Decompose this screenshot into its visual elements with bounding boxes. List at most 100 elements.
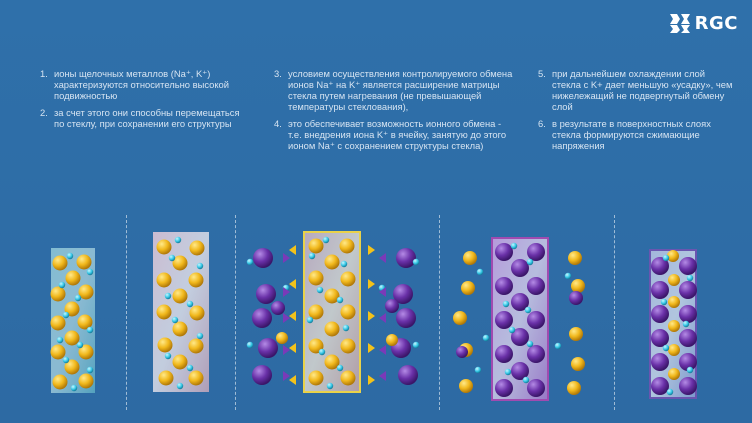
brand-name: RGC xyxy=(694,12,738,34)
arrow-right-icon xyxy=(283,287,290,297)
oxygen-atom xyxy=(322,236,330,244)
arrow-right-icon xyxy=(368,375,375,385)
arrow-left-icon xyxy=(379,345,386,355)
arrow-right-icon xyxy=(368,343,375,353)
divider xyxy=(126,215,127,410)
oxygen-atom xyxy=(326,382,334,390)
arrow-left-icon xyxy=(289,375,296,385)
sodium-ion xyxy=(324,354,340,370)
potassium-ion xyxy=(252,365,272,385)
sodium-ion xyxy=(340,370,356,386)
step-2: 2.за счет этого они способны перемещатьс… xyxy=(40,107,240,129)
potassium-ion xyxy=(651,281,669,299)
potassium-ion xyxy=(651,329,669,347)
sodium-ion xyxy=(324,254,340,270)
sodium-ion xyxy=(52,374,68,390)
sodium-ion xyxy=(386,334,398,346)
oxygen-atom xyxy=(412,258,420,266)
potassium-ion xyxy=(527,277,545,295)
sodium-ion xyxy=(339,238,355,254)
sodium-ion xyxy=(568,251,582,265)
sodium-ion xyxy=(172,321,188,337)
arrow-left-icon xyxy=(379,253,386,263)
oxygen-atom xyxy=(522,376,530,384)
text-column-1: 1.ионы щелочных металлов (Na⁺, K⁺) харак… xyxy=(40,68,250,135)
sodium-ion xyxy=(52,255,68,271)
sodium-ion xyxy=(157,337,173,353)
sodium-ion xyxy=(188,338,204,354)
sodium-ion xyxy=(324,321,340,337)
oxygen-atom xyxy=(308,252,316,260)
potassium-ion xyxy=(679,353,697,371)
oxygen-atom xyxy=(682,320,690,328)
arrow-right-icon xyxy=(368,279,375,289)
potassium-ion xyxy=(495,345,513,363)
brand-logo: RGC xyxy=(669,12,738,34)
oxygen-atom xyxy=(686,366,694,374)
oxygen-atom xyxy=(306,316,314,324)
potassium-ion xyxy=(679,257,697,275)
sodium-ion xyxy=(459,379,473,393)
sodium-ion xyxy=(50,286,66,302)
potassium-ion xyxy=(679,329,697,347)
sodium-ion xyxy=(324,288,340,304)
divider xyxy=(614,215,615,410)
potassium-ion xyxy=(511,259,529,277)
potassium-ion xyxy=(396,248,416,268)
oxygen-atom xyxy=(482,334,490,342)
sodium-ion xyxy=(453,311,467,325)
sodium-ion xyxy=(308,270,324,286)
step-6: 6.в результате в поверхностных слоях сте… xyxy=(538,118,711,151)
sodium-ion xyxy=(189,305,205,321)
sodium-ion xyxy=(668,274,680,286)
sodium-ion xyxy=(156,272,172,288)
sodium-ion xyxy=(77,314,93,330)
oxygen-atom xyxy=(62,356,70,364)
oxygen-atom xyxy=(164,352,172,360)
sodium-ion xyxy=(668,296,680,308)
sodium-ion xyxy=(188,272,204,288)
arrow-left-icon xyxy=(289,245,296,255)
potassium-ion xyxy=(511,328,529,346)
oxygen-atom xyxy=(340,260,348,268)
arrow-right-icon xyxy=(283,371,290,381)
oxygen-atom xyxy=(504,368,512,376)
oxygen-atom xyxy=(171,316,179,324)
oxygen-atom xyxy=(666,388,674,396)
potassium-ion xyxy=(527,379,545,397)
oxygen-atom xyxy=(246,258,254,266)
potassium-ion xyxy=(253,248,273,268)
step-3: 3.условием осуществления контролируемого… xyxy=(274,68,513,112)
potassium-ion xyxy=(252,308,272,328)
sodium-ion xyxy=(340,338,356,354)
sodium-ion xyxy=(668,368,680,380)
oxygen-atom xyxy=(176,382,184,390)
oxygen-atom xyxy=(58,281,66,289)
sodium-ion xyxy=(76,254,92,270)
oxygen-atom xyxy=(76,341,84,349)
oxygen-atom xyxy=(342,324,350,332)
oxygen-atom xyxy=(336,296,344,304)
sodium-ion xyxy=(78,284,94,300)
sodium-ion xyxy=(156,239,172,255)
potassium-ion xyxy=(679,305,697,323)
potassium-ion xyxy=(495,277,513,295)
sodium-ion xyxy=(463,251,477,265)
step-4: 4.это обеспечивает возможность ионного о… xyxy=(274,118,507,151)
oxygen-atom xyxy=(660,298,668,306)
sodium-ion xyxy=(78,373,94,389)
potassium-ion xyxy=(393,284,413,304)
oxygen-atom xyxy=(336,364,344,372)
potassium-ion xyxy=(396,308,416,328)
potassium-ion xyxy=(385,299,399,313)
step-5: 5.при дальнейшем охлаждении слой стекла … xyxy=(538,68,733,112)
potassium-ion xyxy=(456,346,468,358)
potassium-ion xyxy=(511,362,529,380)
oxygen-atom xyxy=(186,364,194,372)
potassium-ion xyxy=(527,345,545,363)
sodium-ion xyxy=(461,281,475,295)
potassium-ion xyxy=(569,291,583,305)
oxygen-atom xyxy=(86,326,94,334)
sodium-ion xyxy=(340,304,356,320)
